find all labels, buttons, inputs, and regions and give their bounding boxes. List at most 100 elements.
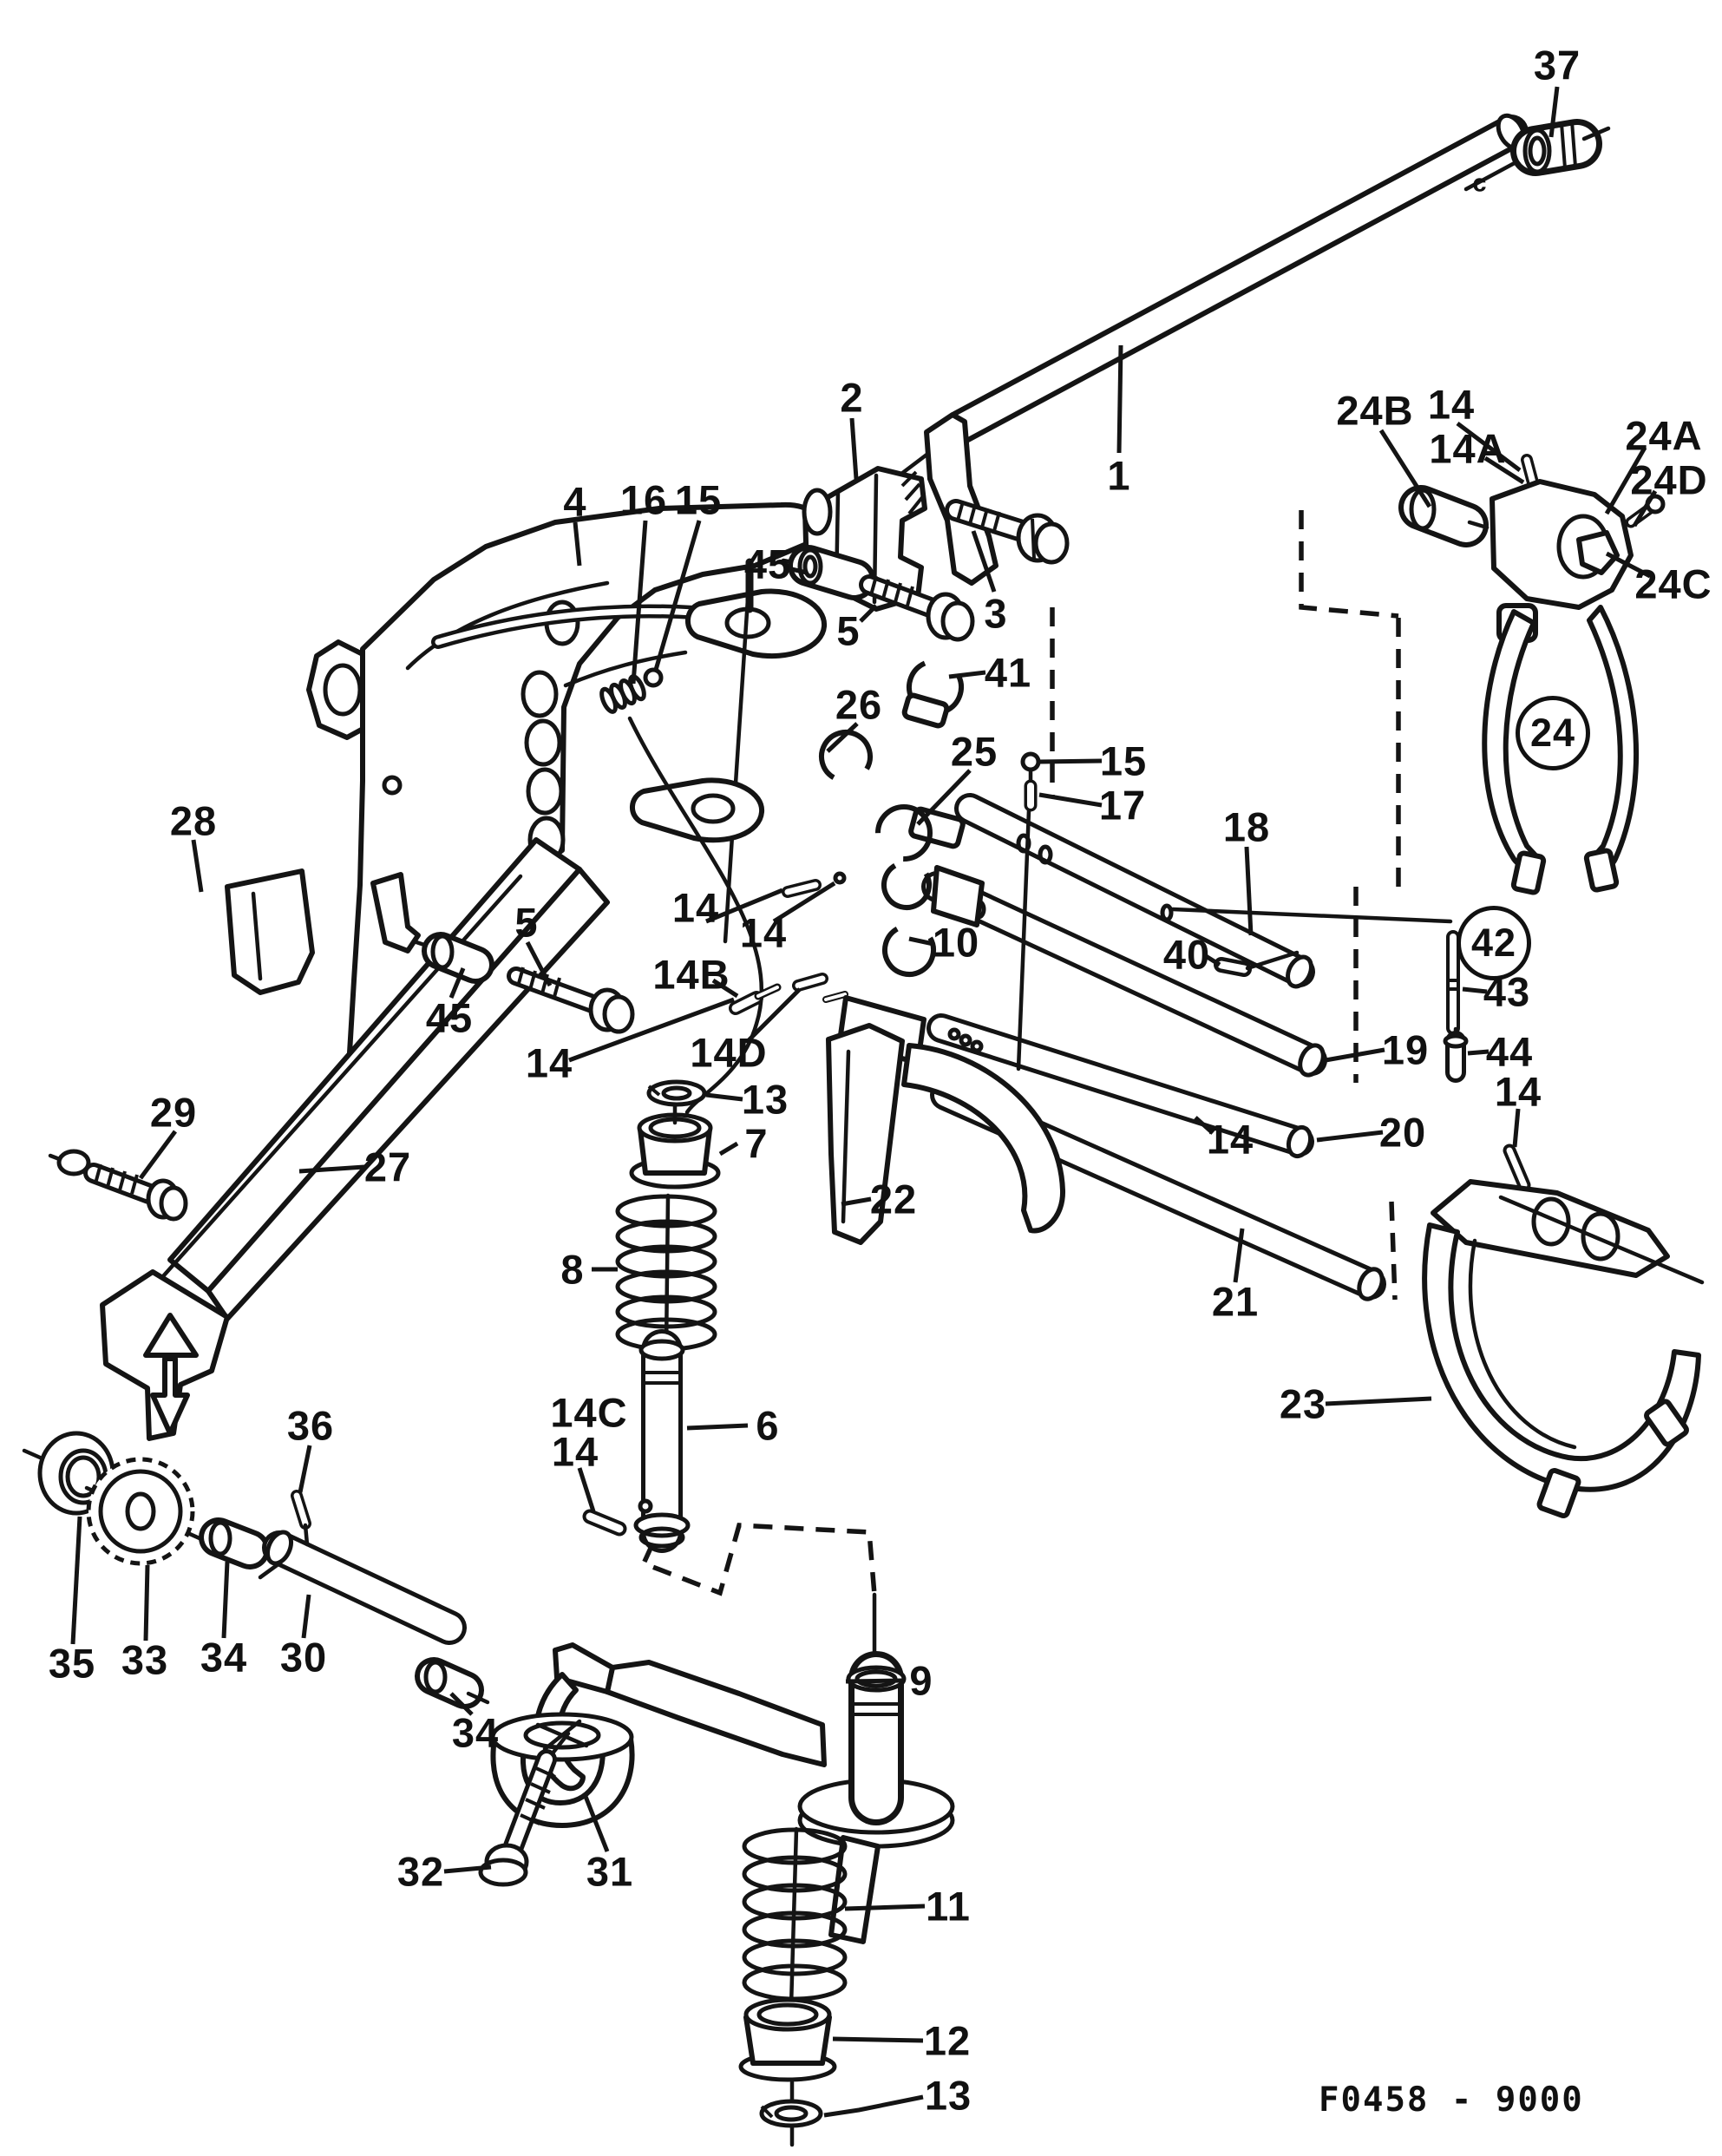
part-label-14-m: 14 (1206, 1116, 1254, 1163)
bolt-5-upper (859, 574, 975, 642)
part-label-24C-leader (1605, 551, 1652, 579)
part-label-5-a: 5 (836, 607, 861, 654)
part-label-44-leader (1467, 1049, 1490, 1056)
part-label-12: 12 (923, 2017, 972, 2064)
part-label-14-r-leader (1512, 1108, 1521, 1148)
part-label-33-leader (143, 1564, 150, 1642)
shift-rod-1 (881, 113, 1536, 490)
selector-10 (881, 860, 985, 977)
part-label-40: 40 (1162, 931, 1211, 978)
part-label-35-leader (70, 1516, 82, 1645)
figure-code: F0458 - 9000 (1319, 2081, 1584, 2120)
part-label-31: 31 (586, 1848, 634, 1895)
part-label-13-t: 13 (741, 1076, 789, 1123)
part-label-34-l-leader (221, 1561, 230, 1639)
bolt-29 (83, 1163, 188, 1222)
part-label-14D: 14D (690, 1029, 768, 1076)
part-label-14-top: 14 (1427, 381, 1476, 428)
selector-rail-18 (954, 793, 1315, 989)
part-label-45-a: 45 (743, 541, 792, 587)
part-label-14-top-leader (1456, 422, 1522, 472)
part-label-14-l: 14 (525, 1039, 573, 1086)
part-label-17-leader (1038, 792, 1103, 808)
part-label-34-r: 34 (451, 1709, 500, 1756)
part-label-30-leader (301, 1594, 311, 1639)
bolt-32 (478, 1731, 571, 1887)
plunger-6 (633, 1329, 691, 1553)
part-label-24A-leader (1604, 446, 1647, 515)
sleeve-44 (1443, 1026, 1469, 1083)
part-label-45-l: 45 (425, 994, 474, 1041)
block-26 (818, 730, 873, 783)
part-label-21: 21 (1211, 1278, 1260, 1325)
part-label-1: 1 (1107, 452, 1131, 499)
part-label-27: 27 (363, 1144, 412, 1190)
bushing-37 (1510, 119, 1611, 176)
part-label-35: 35 (48, 1640, 96, 1687)
part-label-5-l: 5 (514, 899, 539, 946)
cup-12 (738, 1997, 837, 2082)
part-label-7-leader (718, 1141, 739, 1157)
washer-13-upper (646, 1079, 707, 1107)
part-label-15-b-leader (1038, 758, 1103, 764)
part-label-14-c2: 14 (739, 909, 788, 956)
part-label-36-leader (298, 1445, 312, 1493)
leader-lines (70, 86, 1658, 2118)
part-label-25: 25 (950, 728, 998, 775)
part-label-14A: 14A (1429, 425, 1507, 472)
part-label-13-b: 13 (924, 2072, 972, 2119)
part-label-14-b2: 14 (551, 1428, 599, 1475)
part-label-13-b-leader (823, 2094, 924, 2118)
part-label-45-l-leader (449, 967, 466, 999)
shaft-30 (258, 1530, 467, 1645)
part-label-3: 3 (984, 590, 1008, 637)
pin-14-right (1503, 1144, 1531, 1192)
part-label-29: 29 (149, 1089, 198, 1136)
washer-13-lower (759, 2080, 823, 2147)
fork-24-group (1398, 454, 1666, 895)
part-label-24B: 24B (1336, 387, 1414, 434)
part-label-15-a-leader (653, 520, 702, 671)
part-label-36: 36 (286, 1402, 335, 1449)
bushing-24B (1398, 485, 1490, 547)
detent-spring-16 (599, 674, 646, 714)
part-label-22: 22 (869, 1176, 918, 1222)
bushing-34-right (415, 1657, 490, 1709)
part-label-11: 11 (926, 1883, 971, 1930)
part-label-24B-leader (1378, 429, 1432, 508)
part-label-42: 42 (1457, 906, 1531, 980)
part-label-19-leader (1325, 1047, 1385, 1063)
bolt-5-left (507, 967, 635, 1034)
part-label-33: 33 (121, 1636, 169, 1683)
part-label-24: 24 (1516, 696, 1590, 770)
part-label-14-r: 14 (1494, 1068, 1542, 1115)
detent-ball-15 (643, 667, 664, 688)
part-label-21-leader (1233, 1228, 1245, 1283)
part-label-4-leader (573, 521, 582, 567)
part-label-14D-leader (746, 987, 802, 1043)
part-label-22-leader (841, 1196, 872, 1207)
bushing-45-left (414, 932, 494, 984)
part-label-14-m-leader (1194, 1116, 1215, 1135)
part-label-17: 17 (1098, 782, 1147, 829)
part-label-37: 37 (1533, 42, 1581, 88)
part-label-30: 30 (279, 1634, 328, 1681)
part-label-14C: 14C (550, 1389, 628, 1436)
pin-40 (1214, 950, 1300, 977)
part-label-24D-leader (1632, 489, 1658, 528)
bushing-45-upper (781, 545, 875, 600)
part-label-14-c1: 14 (671, 884, 720, 931)
part-label-41-leader (948, 670, 986, 679)
part-label-16-leader (631, 520, 648, 685)
part-label-2-leader (849, 417, 859, 480)
part-label-15-a: 15 (674, 476, 723, 523)
part-label-31-leader (582, 1793, 610, 1852)
part-label-18-leader (1244, 846, 1254, 936)
part-label-4: 4 (563, 478, 587, 525)
bracket-28 (225, 868, 315, 995)
selector-rail-20 (926, 1013, 1314, 1159)
housing-4 (306, 501, 828, 1115)
